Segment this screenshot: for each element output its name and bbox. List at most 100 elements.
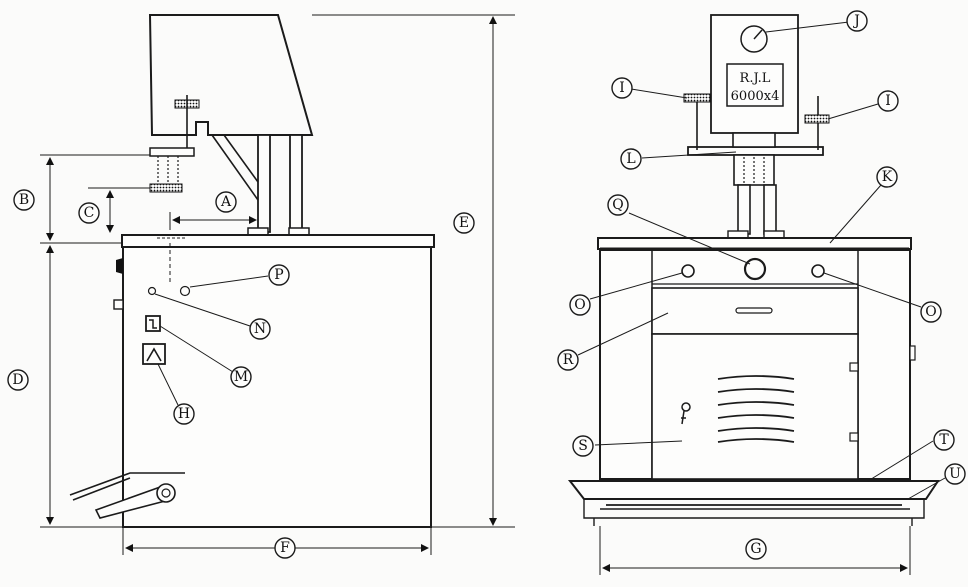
svg-text:I: I (885, 93, 891, 109)
svg-text:E: E (459, 215, 469, 231)
callout-g: G (745, 538, 767, 560)
press-head (148, 14, 314, 136)
stop-knob-left (683, 93, 711, 103)
callout-o-left: O (569, 294, 591, 316)
svg-text:P: P (274, 267, 283, 283)
callout-p: P (268, 264, 290, 286)
leader-n (154, 293, 251, 327)
callout-l: L (620, 148, 642, 170)
column-rear (289, 134, 303, 233)
leader-l (641, 151, 737, 159)
side-fitting-mid (113, 299, 124, 310)
indicator-left (681, 264, 695, 278)
callout-i-right: I (877, 90, 899, 112)
callout-u: U (944, 463, 966, 485)
svg-text:J: J (852, 13, 860, 29)
side-latch (909, 345, 916, 361)
callout-b: B (13, 189, 35, 211)
callout-labels: A B C D E F P N M H J I I L K Q O O R S … (7, 10, 966, 560)
svg-text:M: M (234, 369, 248, 385)
base-frame (583, 499, 925, 526)
switch-symbol (149, 319, 157, 329)
hinge-top (849, 362, 859, 372)
callout-c: C (78, 202, 100, 224)
leader-i-left (630, 88, 688, 99)
front-view: R.J.L 6000x4 (567, 14, 946, 575)
drawer-handle (735, 307, 773, 314)
svg-text:S: S (578, 438, 588, 454)
svg-text:O: O (574, 297, 585, 313)
spindle-lines (743, 157, 765, 184)
leader-r (577, 312, 669, 356)
pedal-symbol (146, 347, 162, 362)
leader-o-right (823, 272, 922, 308)
svg-text:U: U (949, 466, 961, 482)
indicator-lamp (147, 286, 157, 296)
leader-k (829, 184, 882, 244)
lock-key (681, 410, 686, 425)
head-brace (211, 134, 259, 201)
front-table-top (597, 237, 912, 250)
front-column-left (737, 184, 751, 235)
door-lock (681, 402, 691, 412)
pedal-button (142, 343, 166, 365)
callout-m: M (230, 366, 252, 388)
nameplate-line1: R.J.L (740, 71, 771, 86)
callout-r: R (557, 349, 579, 371)
callout-k: K (876, 166, 898, 188)
stop-knob-right (804, 114, 830, 124)
svg-text:I: I (619, 80, 625, 96)
leader-t (867, 440, 934, 482)
svg-text:L: L (626, 151, 635, 167)
svg-text:N: N (254, 321, 266, 337)
side-view (40, 14, 515, 555)
callout-t: T (933, 429, 955, 451)
svg-text:R: R (563, 352, 574, 368)
front-column-right (763, 184, 777, 235)
nameplate (726, 63, 784, 107)
svg-text:T: T (939, 432, 949, 448)
callout-f: F (274, 537, 296, 559)
clamp-pad (149, 183, 183, 193)
callout-h: H (173, 403, 195, 425)
svg-text:C: C (84, 205, 95, 221)
svg-text:G: G (750, 541, 761, 557)
leader-p (189, 275, 269, 288)
indicator-right (811, 264, 825, 278)
base-tray (567, 480, 940, 500)
svg-text:Q: Q (612, 197, 623, 213)
callout-s: S (572, 435, 594, 457)
table-top (121, 234, 435, 248)
callout-o-right: O (920, 301, 942, 323)
gauge-needle (753, 29, 763, 40)
spindle-housing (732, 132, 776, 148)
pressure-port (179, 285, 191, 297)
clamp-holder (149, 147, 195, 157)
callout-a: A (215, 191, 237, 213)
callout-d: D (7, 369, 29, 391)
vent-louvres (717, 375, 795, 443)
nameplate-line2: 6000x4 (731, 89, 780, 104)
svg-text:A: A (220, 194, 232, 210)
svg-text:K: K (882, 169, 893, 185)
svg-text:F: F (280, 540, 290, 556)
leader-q (628, 212, 751, 265)
callout-n: N (249, 318, 271, 340)
pedal-lever (69, 472, 185, 501)
callout-q: Q (607, 194, 629, 216)
callout-j: J (846, 10, 868, 32)
leader-m (159, 325, 234, 373)
leader-o-left (589, 272, 683, 300)
leader-h (157, 363, 179, 406)
side-fitting-top (116, 258, 123, 274)
cabinet-side (122, 246, 432, 528)
callout-e: E (453, 212, 475, 234)
hinge-bottom (849, 432, 859, 442)
leader-s (594, 440, 683, 446)
clamp-spindle (157, 156, 179, 185)
emergency-button (743, 257, 767, 281)
svg-text:D: D (12, 372, 23, 388)
svg-text:B: B (19, 192, 29, 208)
